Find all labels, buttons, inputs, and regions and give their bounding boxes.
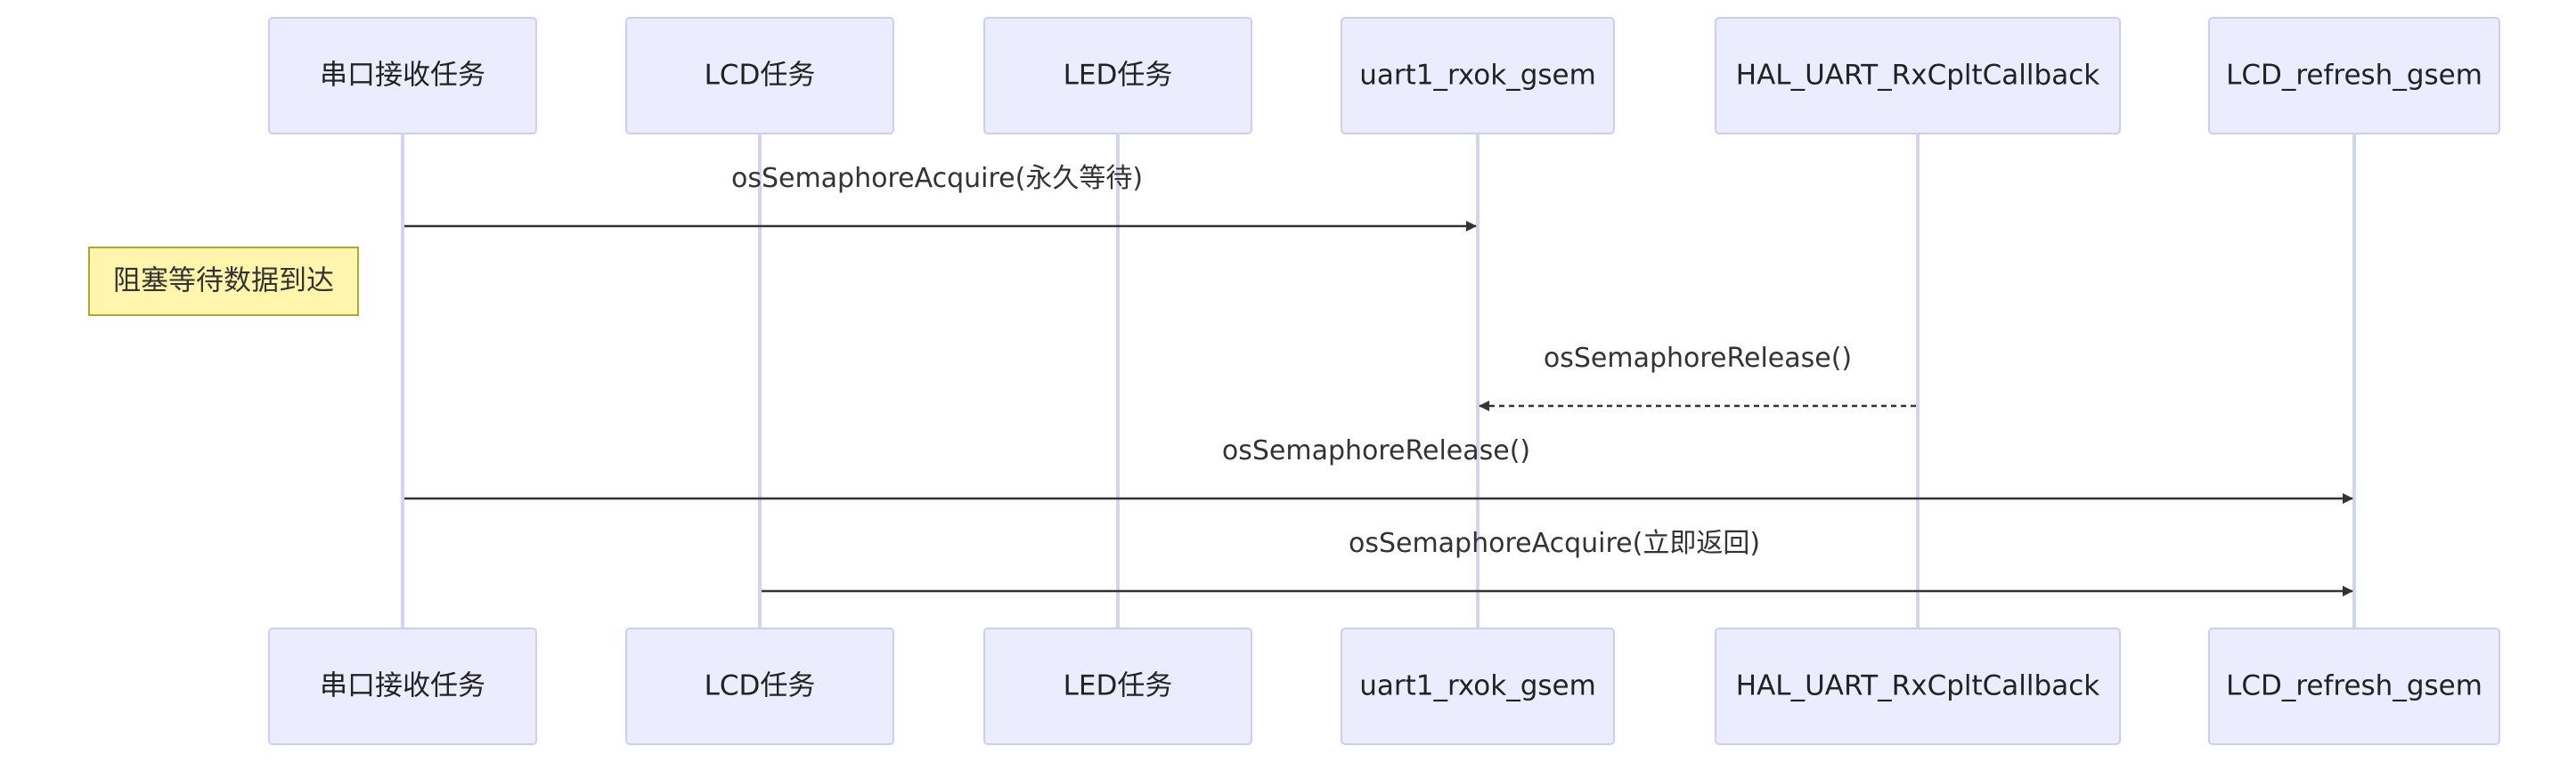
participant-rxok-bottom[interactable]: uart1_rxok_gsem xyxy=(1341,628,1615,745)
participant-label: LED任务 xyxy=(1064,670,1173,702)
participant-led-top[interactable]: LED任务 xyxy=(983,17,1252,134)
participant-serial-top[interactable]: 串口接收任务 xyxy=(268,17,537,134)
participant-label: uart1_rxok_gsem xyxy=(1359,60,1596,92)
participant-label: 串口接收任务 xyxy=(320,60,485,92)
note-box xyxy=(88,247,359,316)
participant-hal-top[interactable]: HAL_UART_RxCpltCallback xyxy=(1715,17,2121,134)
note-text: 阻塞等待数据到达 xyxy=(113,265,334,297)
message-acquire-immediate[interactable]: osSemaphoreAcquire(立即返回) xyxy=(762,528,2353,596)
message-label: osSemaphoreRelease() xyxy=(1544,343,1852,374)
message-label: osSemaphoreAcquire(立即返回) xyxy=(1349,528,1760,559)
lifelines xyxy=(401,134,2356,628)
participant-lcd-bottom[interactable]: LCD任务 xyxy=(625,628,894,745)
participant-label: LED任务 xyxy=(1064,60,1173,92)
participant-label: 串口接收任务 xyxy=(320,670,485,702)
participant-rxok-top[interactable]: uart1_rxok_gsem xyxy=(1341,17,1615,134)
participant-hal-bottom[interactable]: HAL_UART_RxCpltCallback xyxy=(1715,628,2121,745)
message-label: osSemaphoreRelease() xyxy=(1222,435,1530,466)
participant-refresh-bottom[interactable]: LCD_refresh_gsem xyxy=(2208,628,2500,745)
note-blocking-wait: 阻塞等待数据到达 xyxy=(88,247,359,316)
participant-label: HAL_UART_RxCpltCallback xyxy=(1736,60,2099,92)
participant-label: LCD_refresh_gsem xyxy=(2226,670,2482,702)
participant-refresh-top[interactable]: LCD_refresh_gsem xyxy=(2208,17,2500,134)
participant-led-bottom[interactable]: LED任务 xyxy=(983,628,1252,745)
participant-lcd-top[interactable]: LCD任务 xyxy=(625,17,894,134)
participants-top: 串口接收任务 LCD任务 LED任务 uart1_rxok_gsem HAL_U… xyxy=(268,17,2500,134)
participants-bottom: 串口接收任务 LCD任务 LED任务 uart1_rxok_gsem HAL_U… xyxy=(268,628,2500,745)
participant-label: LCD任务 xyxy=(705,670,816,702)
participant-label: LCD任务 xyxy=(705,60,816,92)
participant-label: LCD_refresh_gsem xyxy=(2226,60,2482,92)
message-release-from-isr[interactable]: osSemaphoreRelease() xyxy=(1479,343,1916,411)
message-label: osSemaphoreAcquire(永久等待) xyxy=(731,163,1143,194)
message-acquire-forever[interactable]: osSemaphoreAcquire(永久等待) xyxy=(404,163,1477,231)
participant-serial-bottom[interactable]: 串口接收任务 xyxy=(268,628,537,745)
messages: osSemaphoreAcquire(永久等待) osSemaphoreRele… xyxy=(404,163,2353,596)
participant-label: HAL_UART_RxCpltCallback xyxy=(1736,670,2099,702)
participant-label: uart1_rxok_gsem xyxy=(1359,670,1596,702)
message-release-refresh[interactable]: osSemaphoreRelease() xyxy=(404,435,2353,504)
